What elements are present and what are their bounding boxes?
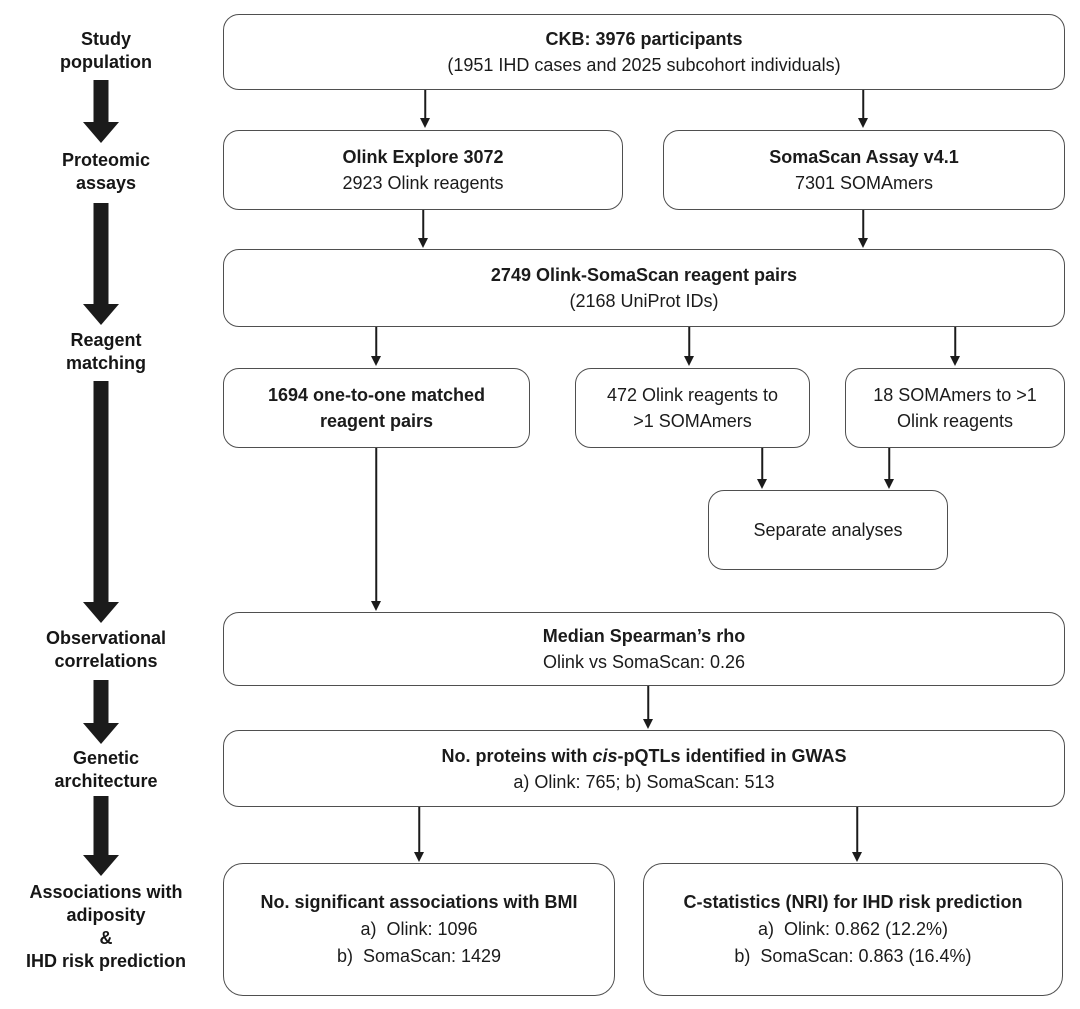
stage-line: Genetic [72, 748, 140, 768]
arrow-pairs-to-olink-multi-icon [684, 327, 694, 366]
stage-line: Proteomic [61, 150, 151, 170]
box-bmi-associations: No. significant associations with BMI a)… [223, 863, 615, 996]
box-ckb-participants: CKB: 3976 participants (1951 IHD cases a… [223, 14, 1065, 90]
arrow-somascan-to-pairs-icon [858, 210, 868, 248]
box-line: 472 Olink reagents to [606, 385, 779, 405]
box-subtitle: (1951 IHD cases and 2025 subcohort indiv… [447, 55, 841, 75]
arrow-matched-to-spearman-icon [371, 448, 381, 611]
stage-arrow-down-icon [83, 796, 119, 876]
box-title: 2749 Olink-SomaScan reagent pairs [490, 265, 798, 285]
stage-label-observational-correlations: Observational correlations [0, 627, 212, 673]
stage-line: Observational [45, 628, 167, 648]
box-line: 18 SOMAmers to >1 [873, 385, 1037, 405]
box-cstatistics-ihd: C-statistics (NRI) for IHD risk predicti… [643, 863, 1063, 996]
box-line: a) Olink: 0.862 (12.2%) [757, 919, 949, 939]
arrow-olink-multi-to-separate-icon [757, 448, 767, 489]
stage-line: assays [75, 173, 137, 193]
box-title: 1694 one-to-one matched [267, 385, 486, 405]
box-title: reagent pairs [319, 411, 434, 431]
box-title: C-statistics (NRI) for IHD risk predicti… [683, 892, 1023, 912]
stage-label-study-population: Study population [0, 28, 212, 74]
stage-line: Associations with [29, 882, 183, 902]
arrow-spearman-to-gwas-icon [643, 686, 653, 729]
arrow-olink-to-pairs-icon [418, 210, 428, 248]
box-subtitle: 2923 Olink reagents [342, 173, 504, 193]
box-title: No. significant associations with BMI [260, 892, 578, 912]
arrow-pairs-to-soma-multi-icon [950, 327, 960, 366]
stage-line: matching [65, 353, 146, 373]
stage-line: & [99, 928, 113, 948]
box-title: CKB: 3976 participants [545, 29, 743, 49]
box-cis-pqtls-gwas: No. proteins with cis-pQTLs identified i… [223, 730, 1065, 807]
box-one-to-one-matched: 1694 one-to-one matched reagent pairs [223, 368, 530, 448]
box-subtitle: 7301 SOMAmers [794, 173, 934, 193]
arrow-ckb-to-somascan-icon [858, 90, 868, 128]
stage-label-genetic-architecture: Genetic architecture [0, 747, 212, 793]
stage-label-proteomic-assays: Proteomic assays [0, 149, 212, 195]
box-title: Median Spearman’s rho [542, 626, 746, 646]
stage-line: population [60, 52, 152, 72]
stage-label-associations-ihd: Associations with adiposity & IHD risk p… [0, 881, 212, 973]
box-line: b) SomaScan: 1429 [336, 946, 502, 966]
stage-arrow-down-icon [83, 80, 119, 143]
box-median-spearman: Median Spearman’s rho Olink vs SomaScan:… [223, 612, 1065, 686]
arrow-soma-multi-to-separate-icon [884, 448, 894, 489]
box-separate-analyses: Separate analyses [708, 490, 948, 570]
title-prefix: No. proteins with [441, 745, 593, 766]
arrow-gwas-to-bmi-icon [414, 807, 424, 862]
box-line: Separate analyses [753, 520, 903, 540]
box-reagent-pairs: 2749 Olink-SomaScan reagent pairs (2168 … [223, 249, 1065, 327]
box-line: >1 SOMAmers [633, 411, 752, 431]
stage-line: correlations [54, 651, 158, 671]
box-line: Olink reagents [896, 411, 1014, 431]
stage-line: adiposity [66, 905, 146, 925]
box-line: b) SomaScan: 0.863 (16.4%) [734, 946, 972, 966]
box-somascan-assay: SomaScan Assay v4.1 7301 SOMAmers [663, 130, 1065, 210]
box-subtitle: a) Olink: 765; b) SomaScan: 513 [513, 771, 775, 792]
box-title: No. proteins with cis-pQTLs identified i… [441, 743, 846, 769]
box-title: SomaScan Assay v4.1 [769, 147, 959, 167]
box-olink-to-multi-somamers: 472 Olink reagents to >1 SOMAmers [575, 368, 810, 448]
box-line: a) Olink: 1096 [360, 919, 478, 939]
stage-arrow-down-icon [83, 381, 119, 623]
stage-line: Study [80, 29, 131, 49]
title-cis-italic: cis [592, 745, 618, 766]
box-subtitle: Olink vs SomaScan: 0.26 [542, 652, 746, 672]
title-suffix: -pQTLs identified in GWAS [617, 745, 847, 766]
stage-line: IHD risk prediction [25, 951, 187, 971]
arrow-pairs-to-matched-icon [371, 327, 381, 366]
stage-arrow-down-icon [83, 680, 119, 744]
stage-arrow-down-icon [83, 203, 119, 325]
stage-line: architecture [54, 771, 158, 791]
arrow-ckb-to-olink-icon [420, 90, 430, 128]
box-title: Olink Explore 3072 [342, 147, 504, 167]
box-somamers-to-multi-olink: 18 SOMAmers to >1 Olink reagents [845, 368, 1065, 448]
arrow-gwas-to-cstat-icon [852, 807, 862, 862]
stage-label-reagent-matching: Reagent matching [0, 329, 212, 375]
box-subtitle: (2168 UniProt IDs) [569, 291, 719, 311]
box-olink-assay: Olink Explore 3072 2923 Olink reagents [223, 130, 623, 210]
stage-line: Reagent [70, 330, 142, 350]
